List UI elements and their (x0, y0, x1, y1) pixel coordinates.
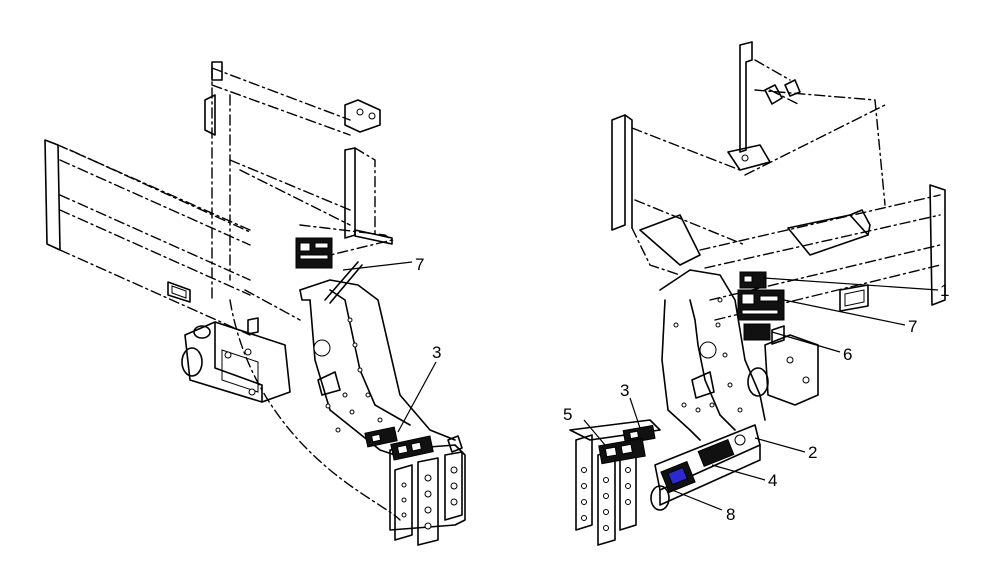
callout-6-right: 6 (843, 345, 852, 364)
right-frame-view: 1 7 6 3 5 2 4 8 (563, 41, 949, 546)
callout-4-right: 4 (768, 471, 777, 490)
leader-3-right (629, 397, 641, 429)
leader-2-right (754, 437, 806, 453)
rail-holes-left (325, 317, 383, 433)
decal-6-right (743, 323, 771, 341)
decal-8-right (667, 466, 688, 486)
left-frame-view: 7 3 (44, 61, 466, 546)
decal-2-right (697, 438, 735, 468)
callout-2-right: 2 (808, 443, 817, 462)
leader-1-right (763, 277, 939, 291)
leader-5-right (583, 419, 606, 446)
leader-8-right (671, 489, 723, 511)
callout-7-left: 7 (415, 255, 424, 274)
callout-1-right: 1 (940, 281, 949, 300)
leader-4-right (711, 464, 766, 481)
rail-holes-right (673, 297, 743, 413)
leader-7-right (783, 299, 906, 326)
callout-8-right: 8 (726, 505, 735, 524)
callout-5-right: 5 (563, 405, 572, 424)
callout-3-right: 3 (620, 381, 629, 400)
leader-3-left (397, 361, 437, 433)
leader-7-left (342, 261, 413, 271)
callout-7-right: 7 (908, 317, 917, 336)
leader-6-right (771, 331, 841, 353)
decal-7-right (737, 289, 785, 321)
callout-3-left: 3 (432, 343, 441, 362)
